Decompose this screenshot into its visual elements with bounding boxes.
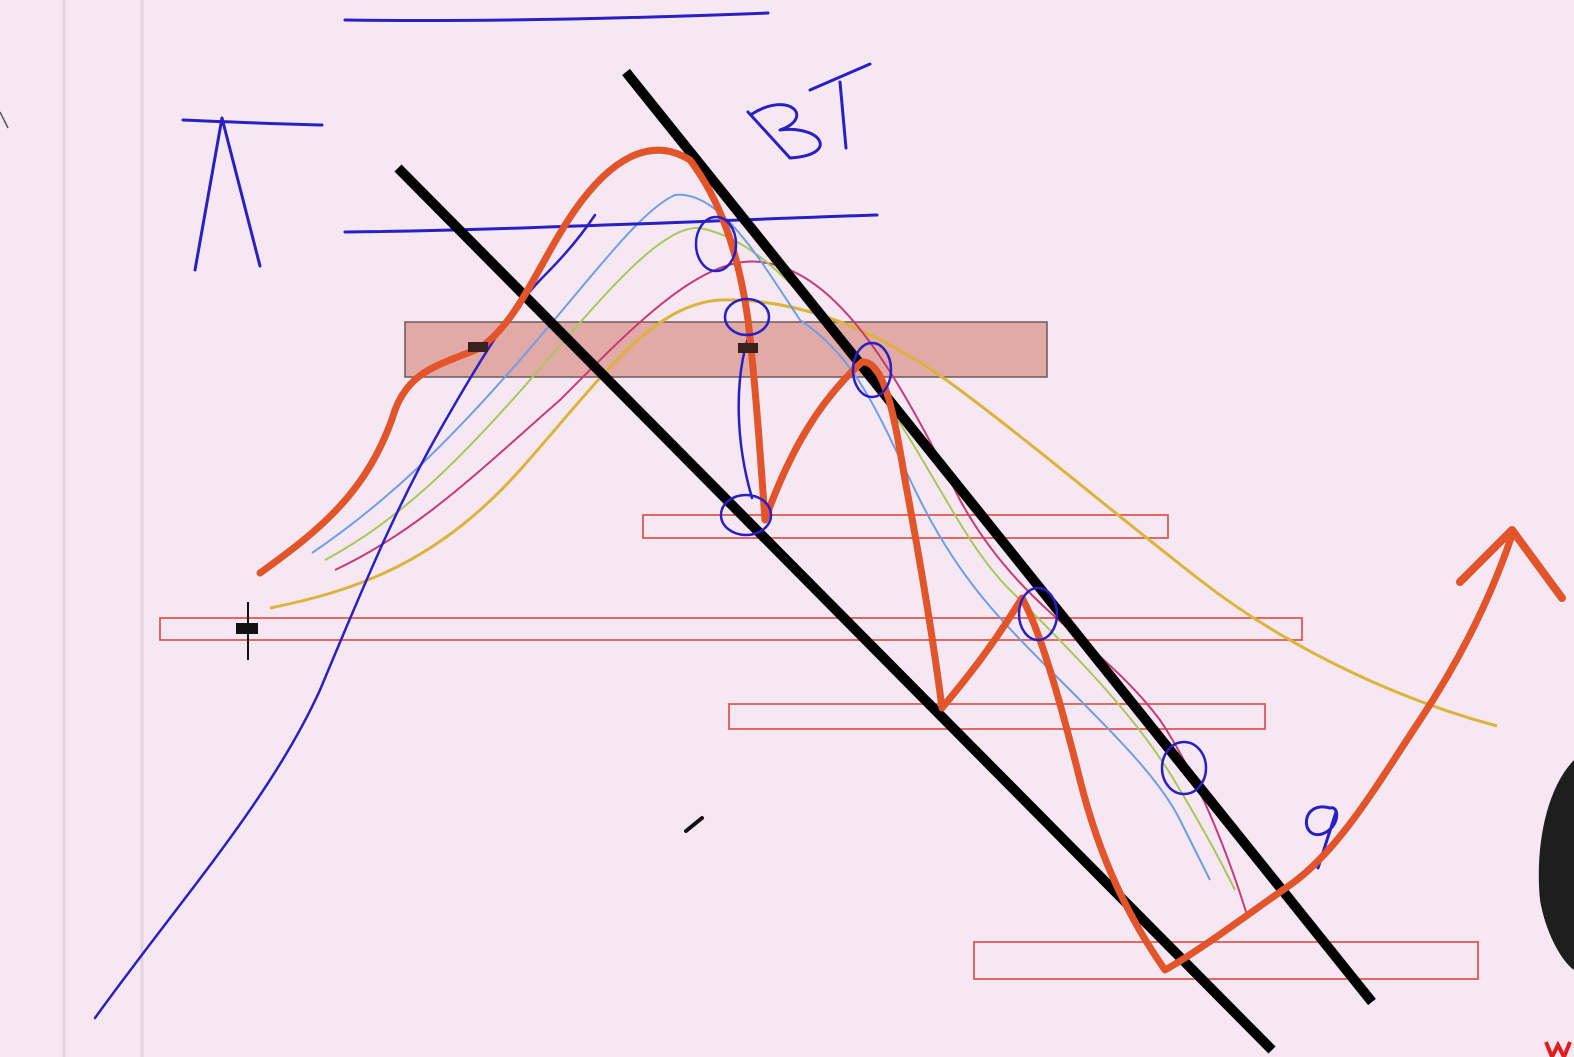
pen-cursor-icon (684, 816, 704, 833)
touch-circle (694, 215, 738, 273)
moving-average-magenta (334, 260, 1248, 916)
ink-caret-bar (181, 118, 324, 127)
ink-connector-stroke (737, 336, 754, 500)
resistance-zone-box (404, 321, 1048, 378)
moving-average-blue (311, 193, 1211, 881)
ink-caret-symbol (193, 116, 262, 272)
moving-average-gold (269, 298, 1498, 728)
candle-marker (468, 342, 488, 352)
ink-horizontal-line (343, 213, 879, 234)
ink-bt-t (808, 62, 872, 150)
breakout-arrow-head (1456, 526, 1566, 602)
support-zone-box (973, 941, 1479, 980)
corner-red-mark (1544, 1040, 1572, 1057)
ink-bt-b (746, 103, 822, 160)
support-zone-box (159, 617, 1303, 641)
support-zone-box (642, 514, 1169, 539)
touch-circle (1017, 586, 1059, 642)
touch-circle (1160, 740, 1208, 796)
ink-top-line (343, 11, 770, 23)
upper-trendline (622, 68, 1376, 1006)
touch-circle (723, 297, 771, 337)
touch-circle (851, 341, 893, 399)
corner-dark-overlay (1538, 760, 1574, 970)
edge-tick-mark (0, 111, 9, 129)
price-path (256, 146, 1516, 974)
ink-long-ma-curve (93, 213, 597, 1020)
touch-circle (719, 493, 773, 537)
support-zone-box (728, 703, 1266, 730)
candle-marker (738, 343, 758, 353)
